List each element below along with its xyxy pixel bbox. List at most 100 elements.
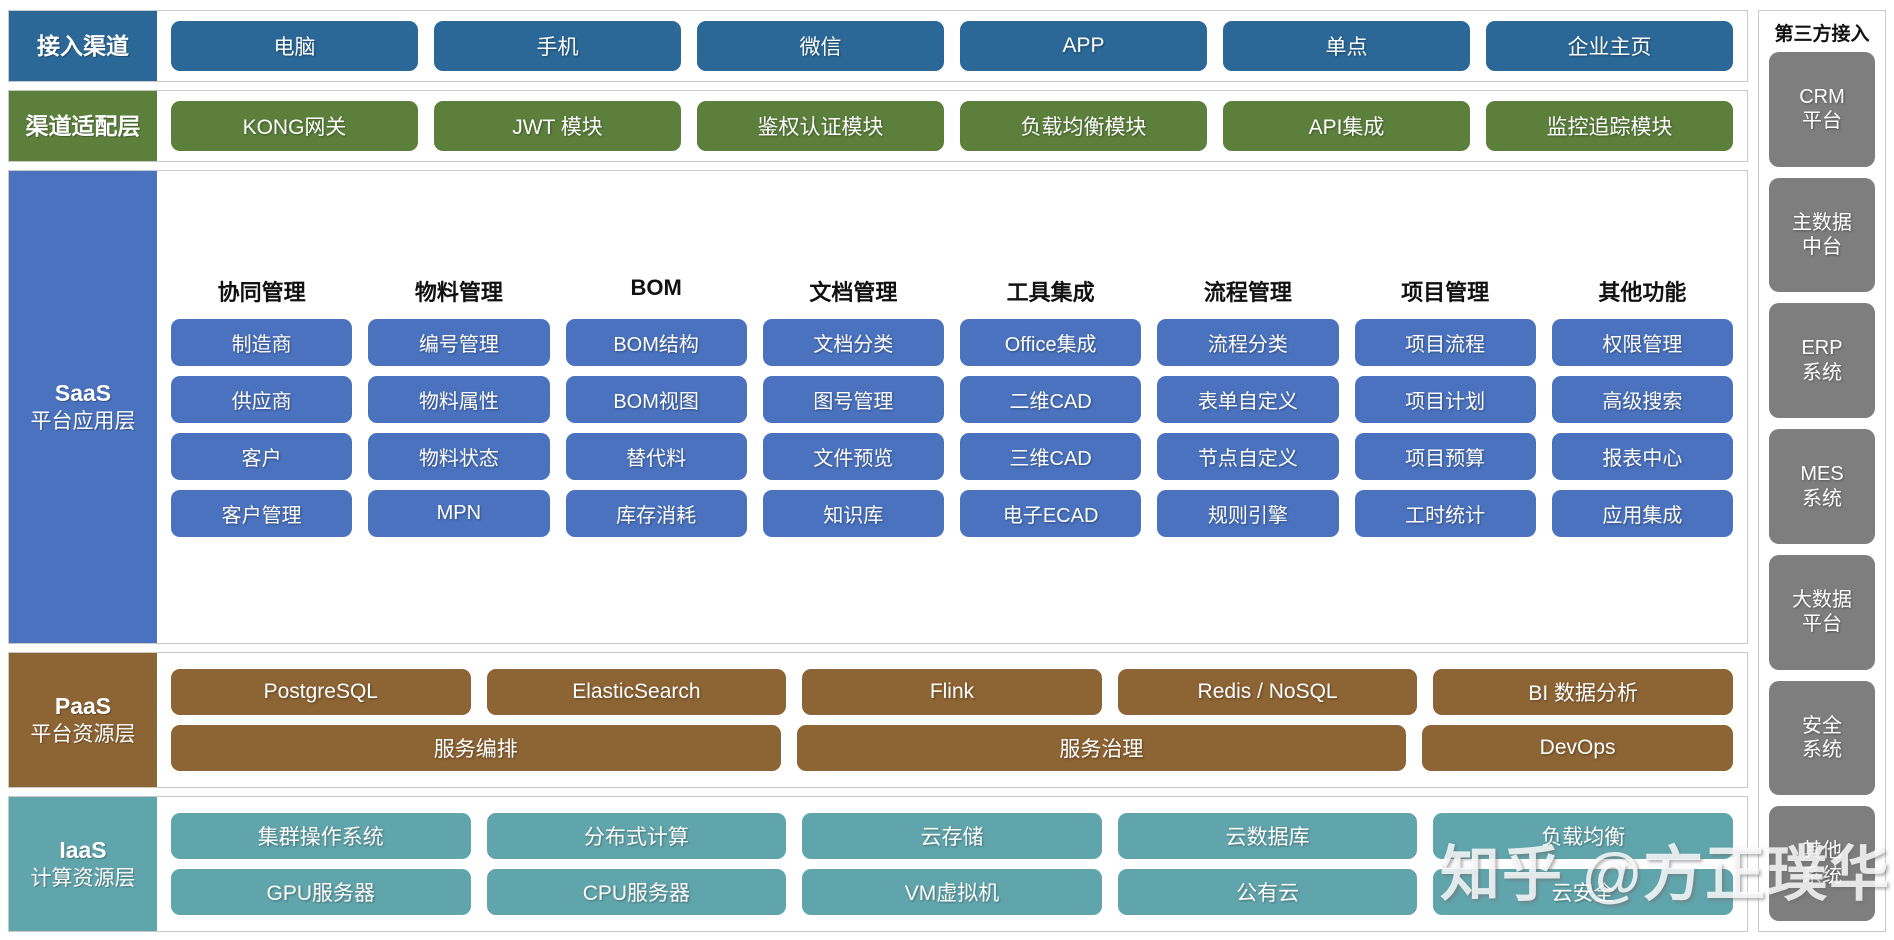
sidebar-item-erp-line1: ERP: [1801, 337, 1843, 360]
tile-access-mobile[interactable]: 手机: [434, 21, 681, 71]
tile-iaas-cluster-os[interactable]: 集群操作系统: [171, 813, 471, 859]
tile-paas-elasticsearch[interactable]: ElasticSearch: [486, 669, 787, 715]
tile-iaas-public-cloud[interactable]: 公有云: [1117, 869, 1418, 915]
tile-access-app[interactable]: APP: [960, 21, 1207, 71]
tile-iaas-cloud-database[interactable]: 云数据库: [1117, 813, 1418, 859]
tile-iaas-cpu-server[interactable]: CPU服务器: [486, 869, 787, 915]
tile-saas-project-flow[interactable]: 项目流程: [1354, 319, 1536, 366]
sidebar-item-crm[interactable]: CRM 平台: [1769, 52, 1875, 167]
saas-column-header-bom: BOM: [630, 275, 682, 300]
sidebar-item-master-data[interactable]: 主数据 中台: [1769, 177, 1875, 293]
tile-saas-ecad[interactable]: 电子ECAD: [960, 490, 1142, 537]
sidebar-item-other[interactable]: 其他 系统: [1769, 806, 1875, 922]
tile-saas-material-status[interactable]: 物料状态: [368, 433, 550, 480]
tile-saas-doc-category[interactable]: 文档分类: [762, 319, 944, 366]
tile-adapter-auth-module[interactable]: 鉴权认证模块: [697, 101, 944, 151]
tile-saas-report-center[interactable]: 报表中心: [1551, 433, 1733, 480]
tile-paas-bi-analytics[interactable]: BI 数据分析: [1433, 669, 1733, 715]
tile-saas-file-preview[interactable]: 文件预览: [762, 433, 944, 480]
sidebar-item-erp[interactable]: ERP 系统: [1769, 303, 1875, 419]
tile-saas-supplier[interactable]: 供应商: [171, 376, 353, 423]
tile-saas-manufacturer[interactable]: 制造商: [171, 319, 353, 366]
layer-label-access-channel-main: 接入渠道: [37, 32, 129, 59]
layer-saas: SaaS 平台应用层 协同管理 物料管理 BOM 文档管理 工具集成 流程管理 …: [8, 170, 1748, 644]
tile-paas-postgresql[interactable]: PostgreSQL: [171, 669, 471, 715]
tile-saas-bom-structure[interactable]: BOM结构: [565, 319, 747, 366]
tile-access-pc[interactable]: 电脑: [171, 21, 418, 71]
sidebar-item-erp-line2: 系统: [1802, 361, 1842, 384]
tile-access-wechat[interactable]: 微信: [697, 21, 944, 71]
tile-saas-permission-mgmt[interactable]: 权限管理: [1551, 319, 1733, 366]
tile-saas-form-custom[interactable]: 表单自定义: [1157, 376, 1339, 423]
tile-iaas-vm[interactable]: VM虚拟机: [802, 869, 1102, 915]
layer-body-paas: PostgreSQL ElasticSearch Flink Redis / N…: [157, 653, 1747, 787]
third-party-sidebar-title: 第三方接入: [1774, 24, 1870, 45]
layer-label-iaas-sub: 计算资源层: [30, 867, 136, 891]
tile-saas-3d-cad[interactable]: 三维CAD: [960, 433, 1142, 480]
tile-access-portal[interactable]: 企业主页: [1486, 21, 1733, 71]
sidebar-item-other-line1: 其他: [1802, 840, 1842, 863]
sidebar-item-mes-line1: MES: [1800, 463, 1844, 486]
tile-access-sso[interactable]: 单点: [1223, 21, 1470, 71]
layer-label-saas-main: SaaS: [54, 379, 112, 406]
tile-saas-customer-mgmt[interactable]: 客户管理: [171, 490, 353, 537]
tile-paas-service-governance[interactable]: 服务治理: [796, 725, 1407, 771]
tile-iaas-gpu-server[interactable]: GPU服务器: [171, 869, 471, 915]
tile-saas-customer[interactable]: 客户: [171, 433, 353, 480]
tile-saas-number-mgmt[interactable]: 编号管理: [368, 319, 550, 366]
tile-adapter-kong-gateway[interactable]: KONG网关: [171, 101, 418, 151]
tile-iaas-distributed-computing[interactable]: 分布式计算: [486, 813, 787, 859]
tile-paas-redis-nosql[interactable]: Redis / NoSQL: [1117, 669, 1418, 715]
tile-saas-rule-engine[interactable]: 规则引擎: [1157, 490, 1339, 537]
layer-body-channel-adapter: KONG网关 JWT 模块 鉴权认证模块 负载均衡模块 API集成 监控追踪模块: [157, 91, 1747, 161]
layer-body-access-channel: 电脑 手机 微信 APP 单点 企业主页: [157, 11, 1747, 81]
tile-paas-service-orchestration[interactable]: 服务编排: [171, 725, 781, 771]
third-party-sidebar: 第三方接入 CRM 平台 主数据 中台 ERP 系统 MES 系统 大数据 平台: [1758, 10, 1886, 932]
tile-iaas-load-balancing[interactable]: 负载均衡: [1433, 813, 1733, 859]
paas-row-2: 服务编排 服务治理 DevOps: [171, 725, 1733, 771]
tile-saas-flow-category[interactable]: 流程分类: [1157, 319, 1339, 366]
tile-paas-flink[interactable]: Flink: [802, 669, 1102, 715]
sidebar-item-master-data-line1: 主数据: [1792, 211, 1852, 234]
layer-body-iaas: 集群操作系统 分布式计算 云存储 云数据库 负载均衡 GPU服务器 CPU服务器…: [157, 797, 1747, 931]
layer-label-paas-main: PaaS: [54, 692, 112, 719]
layer-label-iaas-main: IaaS: [59, 836, 107, 863]
tile-adapter-jwt-module[interactable]: JWT 模块: [434, 101, 681, 151]
iaas-row-2: GPU服务器 CPU服务器 VM虚拟机 公有云 云安全: [171, 869, 1733, 915]
tile-paas-devops[interactable]: DevOps: [1422, 725, 1733, 771]
tile-iaas-cloud-security[interactable]: 云安全: [1433, 869, 1733, 915]
layer-label-iaas: IaaS 计算资源层: [9, 797, 157, 931]
tile-saas-knowledge-base[interactable]: 知识库: [762, 490, 944, 537]
tile-saas-project-budget[interactable]: 项目预算: [1354, 433, 1536, 480]
tile-saas-timesheet[interactable]: 工时统计: [1354, 490, 1536, 537]
sidebar-item-security[interactable]: 安全 系统: [1769, 680, 1875, 796]
layer-label-saas-sub: 平台应用层: [30, 410, 136, 434]
tile-saas-node-custom[interactable]: 节点自定义: [1157, 433, 1339, 480]
sidebar-item-big-data[interactable]: 大数据 平台: [1769, 554, 1875, 670]
saas-column-header-collaboration: 协同管理: [217, 280, 306, 305]
tile-saas-drawing-number[interactable]: 图号管理: [762, 376, 944, 423]
tile-adapter-monitoring[interactable]: 监控追踪模块: [1486, 101, 1733, 151]
tile-saas-substitute[interactable]: 替代料: [565, 433, 747, 480]
tile-saas-mpn[interactable]: MPN: [368, 490, 550, 537]
sidebar-item-mes[interactable]: MES 系统: [1769, 429, 1875, 544]
tile-iaas-cloud-storage[interactable]: 云存储: [802, 813, 1102, 859]
access-channel-row: 电脑 手机 微信 APP 单点 企业主页: [171, 21, 1733, 71]
layer-label-paas-sub: 平台资源层: [30, 723, 136, 747]
third-party-list: CRM 平台 主数据 中台 ERP 系统 MES 系统 大数据 平台 安全 系统: [1769, 52, 1875, 922]
tile-saas-material-attr[interactable]: 物料属性: [368, 376, 550, 423]
tile-saas-app-integration[interactable]: 应用集成: [1551, 490, 1733, 537]
tile-saas-advanced-search[interactable]: 高级搜索: [1551, 376, 1733, 423]
layer-channel-adapter: 渠道适配层 KONG网关 JWT 模块 鉴权认证模块 负载均衡模块 API集成 …: [8, 90, 1748, 162]
sidebar-item-crm-line2: 平台: [1802, 110, 1842, 133]
tile-adapter-api-integration[interactable]: API集成: [1223, 101, 1470, 151]
tile-saas-inventory-consumption[interactable]: 库存消耗: [565, 490, 747, 537]
tile-saas-bom-view[interactable]: BOM视图: [565, 376, 747, 423]
layer-label-access-channel: 接入渠道: [9, 11, 157, 81]
sidebar-item-big-data-line1: 大数据: [1792, 588, 1852, 611]
tile-saas-2d-cad[interactable]: 二维CAD: [960, 376, 1142, 423]
tile-saas-office-integration[interactable]: Office集成: [960, 319, 1142, 366]
tile-adapter-load-balancer[interactable]: 负载均衡模块: [960, 101, 1207, 151]
tile-saas-project-plan[interactable]: 项目计划: [1354, 376, 1536, 423]
layer-access-channel: 接入渠道 电脑 手机 微信 APP 单点 企业主页: [8, 10, 1748, 82]
